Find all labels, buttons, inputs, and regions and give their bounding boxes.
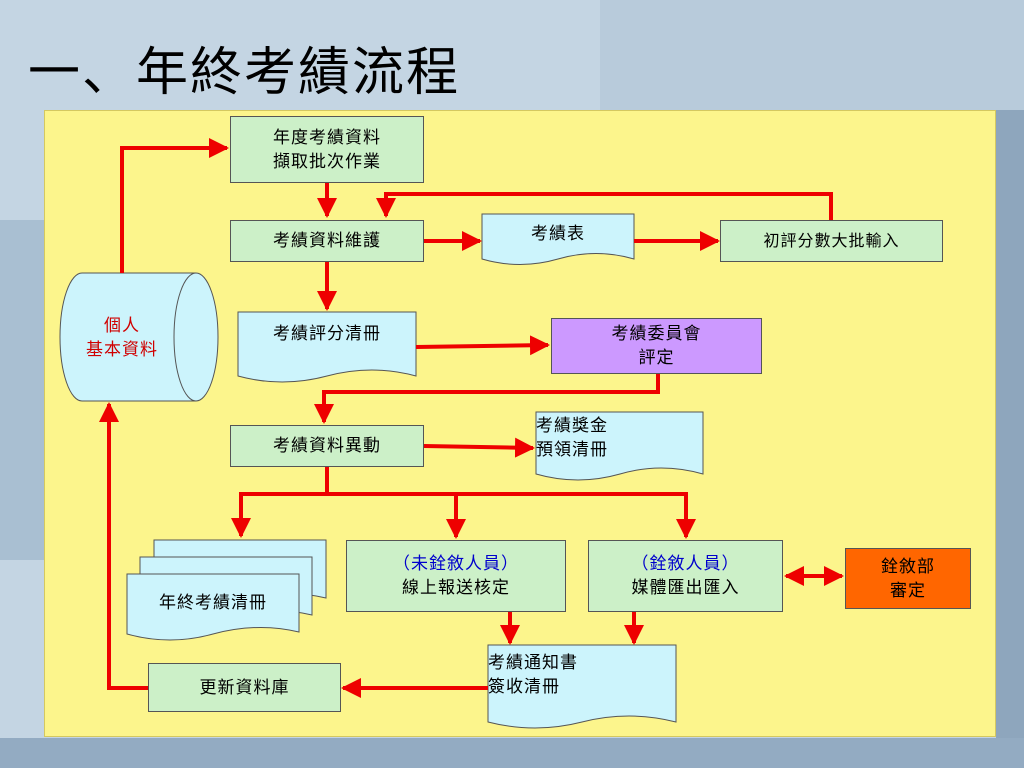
notice-register-doc-shape — [487, 644, 677, 729]
notice-line1: 考績通知書 — [488, 653, 578, 673]
media-line1: （銓敘人員） — [631, 554, 740, 574]
score-table-node: 考績表 — [482, 214, 634, 254]
personal-line2: 基本資料 — [86, 340, 158, 360]
ministry-node: 銓敘部 審定 — [845, 548, 971, 609]
year-end-register-label: 年終考績清冊 — [159, 593, 267, 613]
update-db-label: 更新資料庫 — [199, 677, 290, 698]
maintain-label: 考績資料維護 — [273, 231, 381, 251]
arrow-branch-to-media — [327, 492, 696, 539]
score-register-label: 考績評分清冊 — [273, 324, 381, 344]
maintain-node: 考績資料維護 — [230, 220, 424, 262]
arrow-change-to-year-end — [231, 467, 329, 538]
arrow-update-to-personal — [99, 402, 148, 690]
data-change-label: 考績資料異動 — [273, 436, 381, 456]
online-submit-node: （未銓敘人員） 線上報送核定 — [346, 540, 566, 612]
annual-extract-node: 年度考績資料 擷取批次作業 — [230, 116, 424, 183]
media-io-node: （銓敘人員） 媒體匯出匯入 — [588, 540, 783, 612]
committee-line1: 考績委員會 — [611, 324, 702, 344]
online-line2: 線上報送核定 — [402, 578, 510, 598]
year-end-register-multidoc-shape — [126, 539, 327, 641]
arrow-change-to-bonus — [423, 437, 535, 458]
notice-line2: 簽收清冊 — [488, 677, 560, 697]
score-table-label: 考績表 — [531, 224, 585, 244]
update-db-node: 更新資料庫 — [148, 663, 341, 712]
personal-line1: 個人 — [104, 316, 140, 336]
ministry-line1: 銓敘部 — [881, 556, 935, 577]
arrow-personal-to-extract — [120, 138, 229, 273]
personal-data-node: 個人 基本資料 — [62, 308, 182, 368]
data-change-node: 考績資料異動 — [230, 425, 424, 467]
batch-input-node: 初評分數大批輸入 — [720, 220, 943, 262]
arrow-committee-to-change — [314, 374, 660, 424]
bonus-line2: 預領清冊 — [536, 440, 608, 460]
bonus-node: 考績獎金 預領清冊 — [536, 412, 703, 470]
bonus-register-doc-shape — [535, 411, 704, 481]
arrow-register-to-committee — [415, 335, 550, 356]
notice-node: 考績通知書 簽收清冊 — [488, 645, 676, 709]
committee-node: 考績委員會 評定 — [551, 318, 762, 374]
year-end-register-node: 年終考績清冊 — [127, 588, 299, 618]
personal-data-cylinder — [59, 272, 219, 402]
media-line2: 媒體匯出匯入 — [631, 578, 740, 598]
arrow-batch-back-to-maintain — [376, 192, 833, 220]
connector-arrows — [99, 138, 844, 698]
committee-line2: 評定 — [638, 348, 675, 368]
bonus-line1: 考績獎金 — [536, 416, 608, 436]
online-line1: （未銓敘人員） — [393, 554, 519, 574]
score-register-node: 考績評分清冊 — [238, 314, 416, 364]
annual-extract-line1: 年度考績資料 — [273, 127, 381, 148]
annual-extract-line2: 擷取批次作業 — [273, 151, 381, 172]
batch-input-label: 初評分數大批輸入 — [763, 231, 900, 250]
score-table-doc-shape — [481, 213, 635, 265]
page-title: 一、年終考績流程 — [28, 43, 461, 103]
score-register-doc-shape — [237, 311, 417, 383]
ministry-line2: 審定 — [890, 580, 926, 601]
